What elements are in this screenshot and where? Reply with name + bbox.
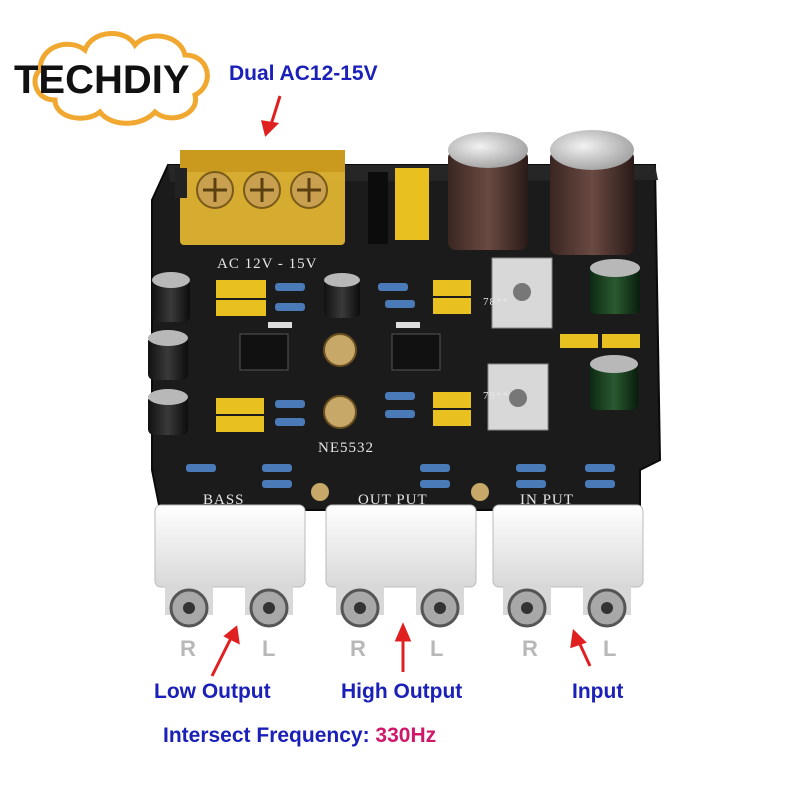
- small-capacitor: [148, 389, 188, 435]
- small-capacitor: [324, 273, 360, 318]
- frequency-callout: Intersect Frequency: 330Hz: [163, 724, 436, 748]
- film-capacitor: [216, 300, 266, 316]
- film-capacitor: [560, 334, 598, 348]
- high-output-callout: High Output: [341, 680, 463, 703]
- silk-input-label: IN PUT: [520, 492, 574, 508]
- silk-bass-label: BASS: [203, 492, 245, 508]
- frequency-value: 330Hz: [375, 724, 437, 747]
- channel-r-low: R: [180, 636, 196, 661]
- trimmer-pot: [323, 333, 357, 367]
- rca-jack-pair-input: [492, 504, 644, 628]
- silk-reg-top: 78**: [483, 296, 509, 308]
- film-capacitor: [216, 416, 264, 432]
- yellow-capacitor: [395, 168, 429, 240]
- channel-r-high: R: [350, 636, 366, 661]
- low-output-callout: Low Output: [154, 680, 271, 703]
- mount-hole: [471, 483, 489, 501]
- silk-chip-label: NE5532: [318, 440, 374, 456]
- rca-jack-pair-low: [154, 504, 306, 628]
- ne5532-opamp: [391, 322, 441, 371]
- film-capacitor: [602, 334, 640, 348]
- power-callout: Dual AC12-15V: [229, 62, 378, 85]
- film-capacitor: [433, 298, 471, 314]
- cloud-shape: [32, 31, 210, 126]
- film-capacitor: [216, 280, 266, 298]
- silk-reg-bottom: 79**: [483, 390, 509, 402]
- channel-l-low: L: [262, 636, 276, 661]
- channel-r-input: R: [522, 636, 538, 661]
- film-capacitor: [216, 398, 264, 414]
- arrow-low-output: [210, 635, 234, 677]
- techdiy-logo: [32, 31, 210, 126]
- mount-hole: [311, 483, 329, 501]
- black-component: [368, 172, 388, 244]
- silk-output-label: OUT PUT: [358, 492, 428, 508]
- input-callout: Input: [572, 680, 624, 703]
- callout-arrows: [210, 95, 592, 677]
- ne5532-opamp: [239, 322, 292, 371]
- channel-l-high: L: [430, 636, 444, 661]
- small-capacitor: [152, 272, 190, 322]
- trimmer-pot: [323, 395, 357, 429]
- silk-power-label: AC 12V - 15V: [217, 256, 318, 272]
- logo-wordmark: TECHDIY: [14, 58, 190, 102]
- frequency-label: Intersect Frequency:: [163, 724, 370, 747]
- large-capacitor-right: [550, 130, 634, 255]
- film-capacitor: [433, 392, 471, 408]
- regulator-heatsink-top: [491, 257, 553, 329]
- resistor-group: [186, 283, 615, 488]
- large-capacitor-left: [448, 132, 528, 250]
- terminal-block: [175, 150, 345, 245]
- green-capacitor: [590, 259, 640, 314]
- small-capacitor: [148, 330, 188, 380]
- regulator-heatsink-bottom: [487, 363, 549, 431]
- film-capacitor: [433, 410, 471, 426]
- green-capacitor: [590, 355, 638, 410]
- channel-l-input: L: [603, 636, 617, 661]
- film-capacitor: [433, 280, 471, 296]
- rca-jack-pair-high: [325, 504, 477, 628]
